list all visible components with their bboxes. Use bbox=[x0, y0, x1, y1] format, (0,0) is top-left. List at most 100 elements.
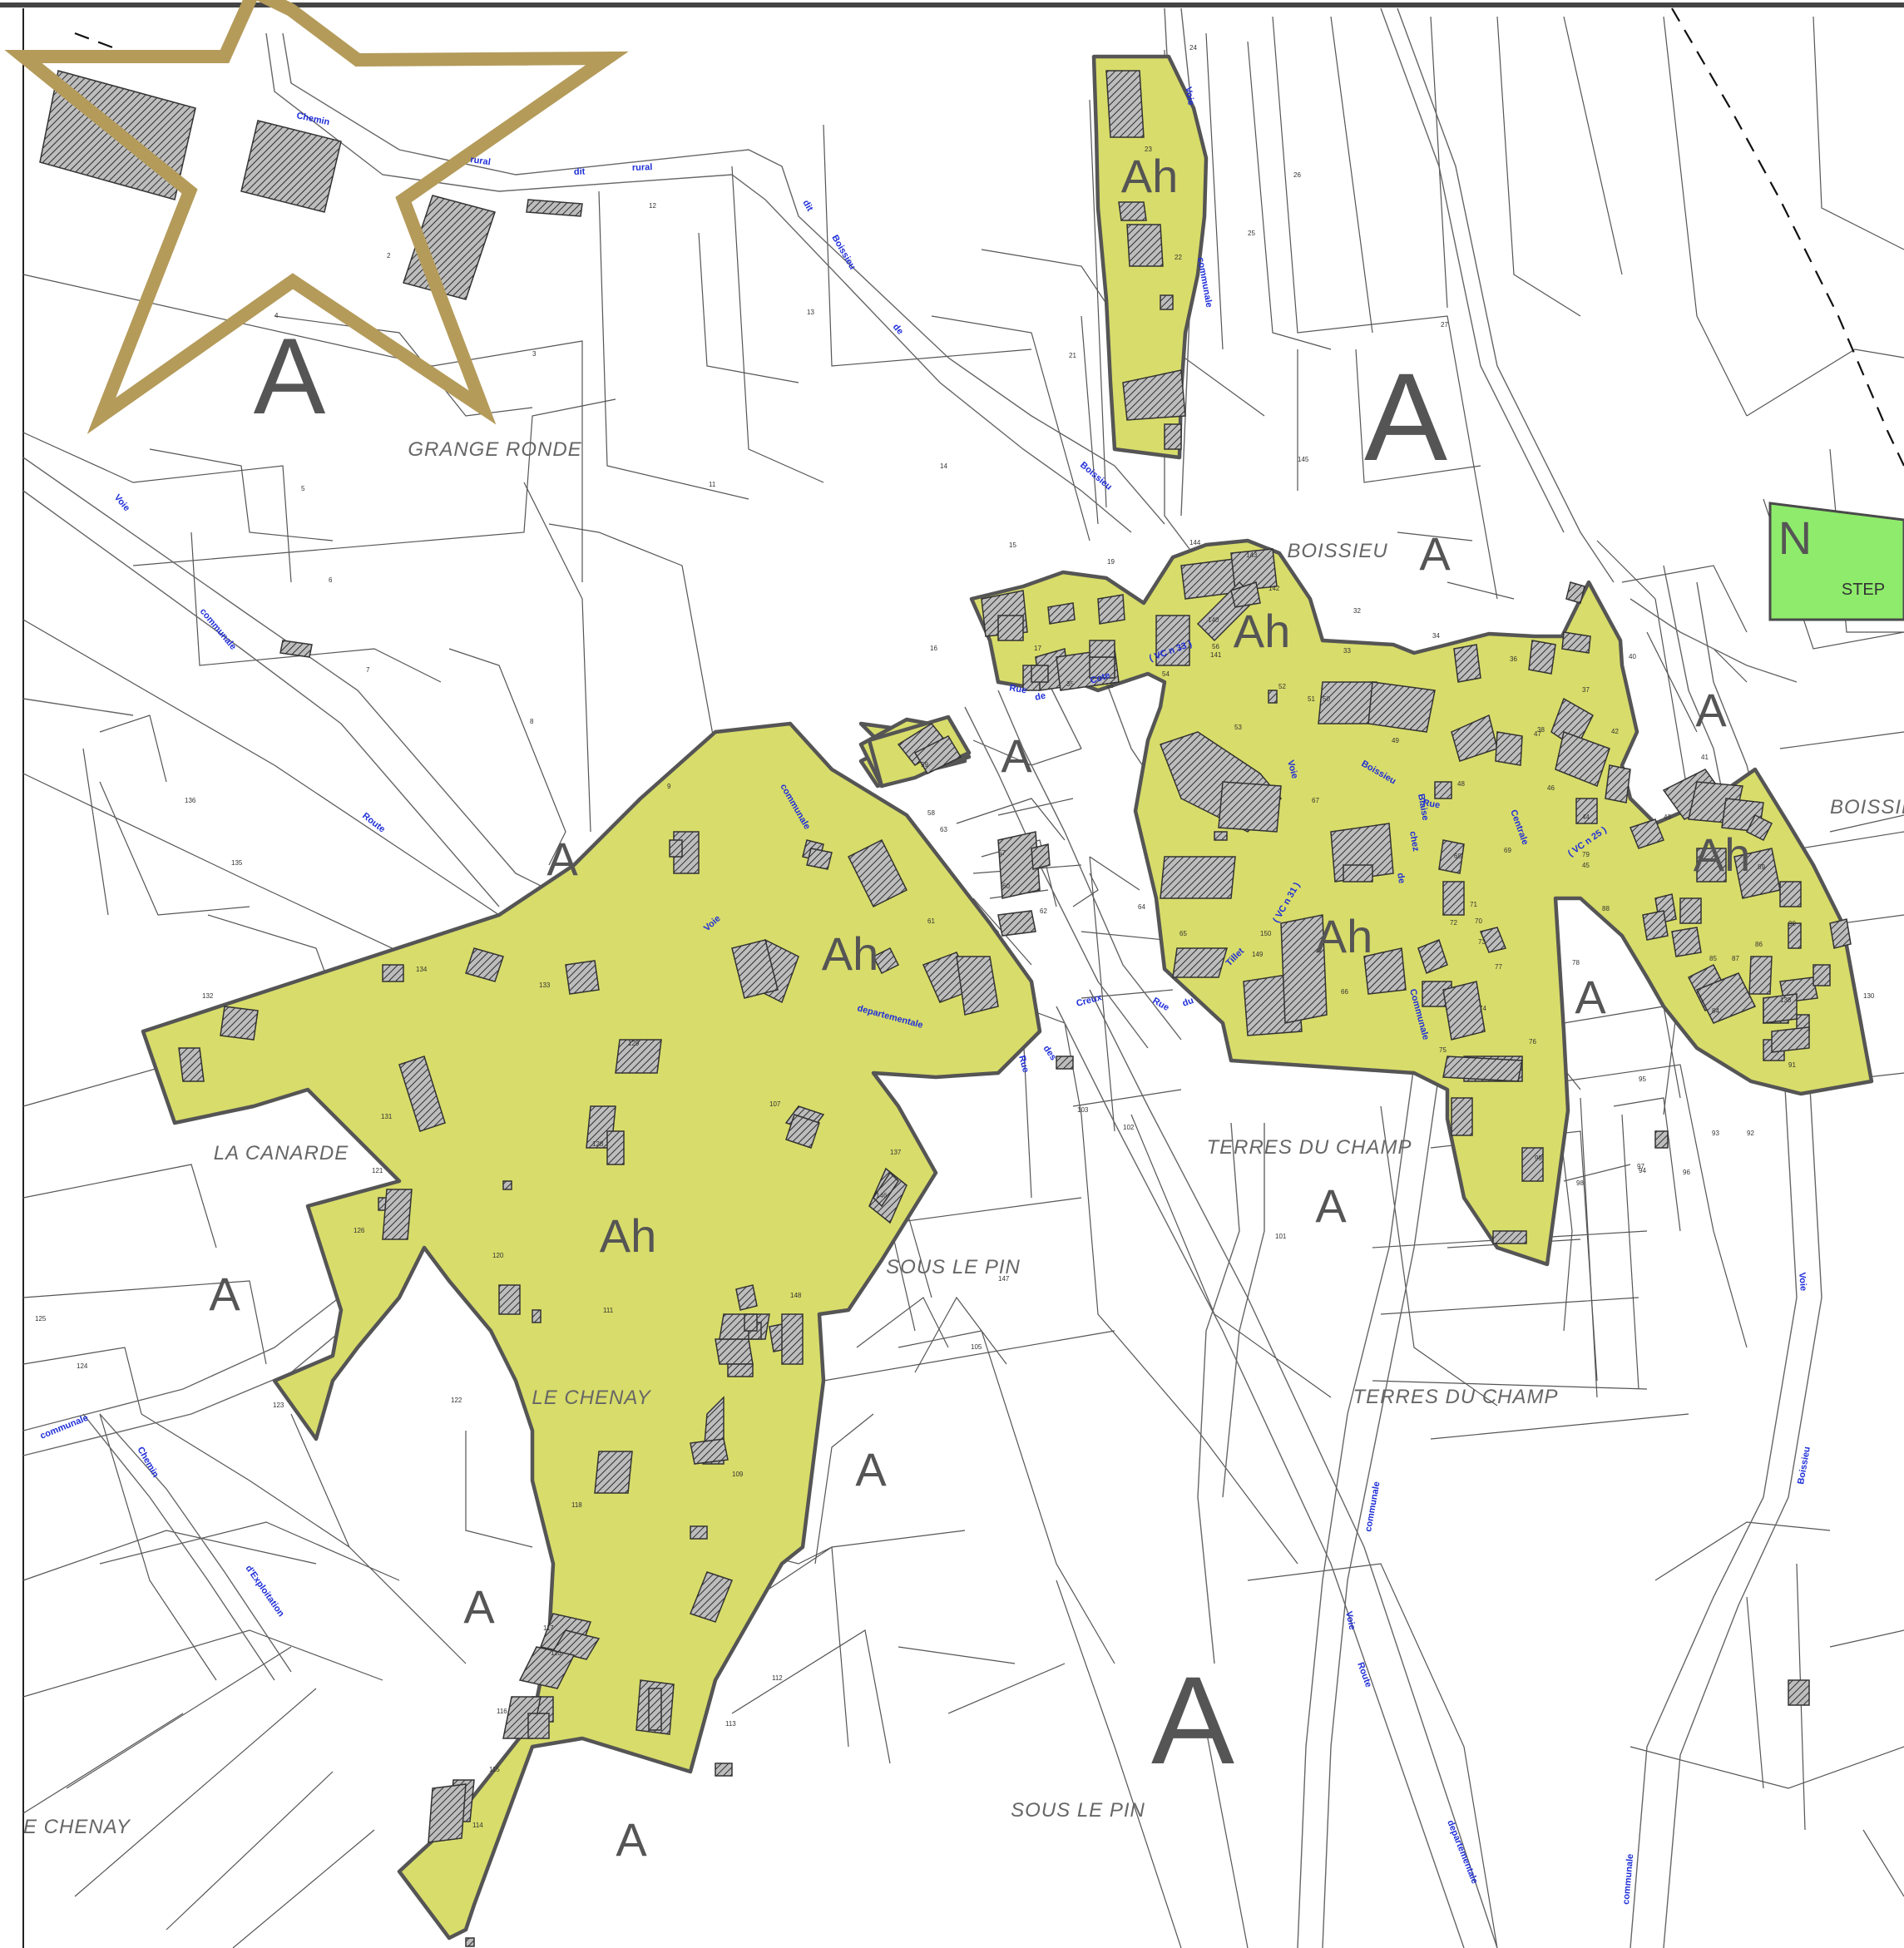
parcel-number: 57 bbox=[998, 849, 1006, 857]
parcel-number: 148 bbox=[790, 1292, 802, 1299]
parcel-number: 122 bbox=[451, 1397, 462, 1404]
parcel-number: 16 bbox=[930, 645, 937, 652]
parcel-number: 143 bbox=[1246, 551, 1258, 559]
parcel-number: 12 bbox=[649, 202, 656, 210]
parcel-number: 141 bbox=[1210, 651, 1222, 659]
parcel-number: 131 bbox=[381, 1113, 393, 1120]
place-label: BOISSIEU bbox=[1830, 796, 1904, 818]
parcel-number: 90 bbox=[1788, 920, 1796, 927]
road-label: Rue bbox=[1422, 798, 1441, 810]
ah-zone-boissieu bbox=[969, 538, 1874, 1267]
parcel-number: 86 bbox=[1755, 941, 1763, 948]
ah-zone-chenay bbox=[141, 721, 1042, 1941]
zone-label-ah: Ah bbox=[1316, 910, 1373, 962]
parcel-number: 136 bbox=[185, 797, 196, 804]
parcel-number: 44 bbox=[1582, 813, 1590, 821]
parcel-number: 38 bbox=[1537, 726, 1545, 734]
parcel-number: 33 bbox=[1343, 647, 1351, 655]
road-label: Voie bbox=[1285, 759, 1299, 780]
parcel-number: 111 bbox=[603, 1307, 614, 1314]
zone-label-a: A bbox=[616, 1813, 647, 1866]
road-label: chez bbox=[1407, 830, 1421, 853]
parcel-number: 71 bbox=[1470, 901, 1477, 908]
road-label: de bbox=[1034, 691, 1046, 703]
place-label: TERRES DU CHAMP bbox=[1353, 1386, 1558, 1408]
parcel-number: 96 bbox=[1683, 1169, 1690, 1176]
parcel-number: 58 bbox=[927, 809, 935, 817]
parcel-number: 103 bbox=[1077, 1106, 1089, 1114]
parcel-number: 84 bbox=[1712, 1007, 1719, 1015]
parcel-number: 42 bbox=[1611, 728, 1619, 735]
parcel-number: 123 bbox=[273, 1402, 284, 1409]
place-label: SOUS LE PIN bbox=[1011, 1799, 1145, 1822]
parcel-number: 14 bbox=[940, 462, 947, 470]
parcel-number: 40 bbox=[1629, 653, 1636, 660]
parcel-number: 11 bbox=[709, 481, 716, 488]
road-label: rural bbox=[632, 162, 653, 173]
parcel-number: 61 bbox=[927, 917, 935, 925]
parcel-number: 146 bbox=[876, 1192, 888, 1199]
parcel-number: 149 bbox=[1252, 951, 1264, 958]
place-label: LE CHENAY bbox=[532, 1387, 651, 1409]
parcel-number: 65 bbox=[1179, 930, 1187, 937]
parcel-number: 50 bbox=[1323, 695, 1330, 703]
road-label: Rue bbox=[1016, 1055, 1031, 1074]
parcel-number: 93 bbox=[1712, 1130, 1719, 1137]
zone-label-a: A bbox=[254, 315, 326, 437]
parcel-number: 69 bbox=[1504, 847, 1511, 854]
parcel-number: 35 bbox=[1066, 680, 1074, 688]
parcel-number: 41 bbox=[1701, 754, 1709, 761]
parcel-number: 142 bbox=[1269, 585, 1280, 592]
parcel-number: 45 bbox=[1582, 862, 1590, 869]
parcel-number: 76 bbox=[1529, 1038, 1536, 1046]
parcel-number: 8 bbox=[530, 718, 534, 725]
parcel-number: 112 bbox=[772, 1674, 783, 1682]
parcel-number: 43 bbox=[1664, 813, 1671, 821]
road-label: Voie bbox=[112, 492, 132, 513]
road-label: dit bbox=[800, 199, 814, 214]
parcel-number: 91 bbox=[1788, 1061, 1796, 1069]
parcel-number: 110 bbox=[551, 1649, 561, 1657]
parcel-number: 48 bbox=[1457, 780, 1465, 788]
road-label: communale bbox=[198, 606, 238, 652]
parcel-number: 52 bbox=[1278, 683, 1286, 690]
parcel-number: 130 bbox=[1863, 992, 1875, 1000]
road-label: Chemin bbox=[295, 111, 330, 127]
parcel-number: 54 bbox=[1162, 670, 1170, 678]
parcel-number: 128 bbox=[592, 1140, 604, 1148]
parcel-number: 15 bbox=[1009, 541, 1016, 549]
parcel-number: 55 bbox=[1106, 682, 1114, 690]
zone-label-a: A bbox=[1151, 1650, 1234, 1790]
parcel-number: 145 bbox=[1298, 456, 1309, 463]
parcel-number: 135 bbox=[231, 859, 243, 867]
parcel-number: 125 bbox=[35, 1315, 47, 1323]
parcel-number: 75 bbox=[1439, 1046, 1447, 1054]
parcel-number: 102 bbox=[1123, 1124, 1135, 1131]
parcel-number: 97 bbox=[1637, 1163, 1644, 1170]
parcel-number: 3 bbox=[532, 350, 537, 358]
parcel-number: 79 bbox=[1582, 851, 1590, 858]
parcel-number: 92 bbox=[1747, 1130, 1754, 1137]
parcel-number: 129 bbox=[628, 1040, 640, 1047]
road-label: Creux bbox=[1076, 992, 1104, 1009]
parcel-number: 64 bbox=[1138, 903, 1145, 911]
road-label: des bbox=[1041, 1044, 1059, 1062]
road-label: Boissieu bbox=[829, 234, 857, 272]
parcel-number: 26 bbox=[1293, 171, 1301, 179]
parcel-number: 132 bbox=[202, 992, 214, 1000]
parcel-number: 137 bbox=[890, 1149, 902, 1156]
parcel-number: 88 bbox=[1602, 905, 1610, 912]
zone-label-a: A bbox=[1315, 1179, 1347, 1232]
parcel-number: 72 bbox=[1450, 919, 1457, 927]
parcel-number: 118 bbox=[571, 1501, 582, 1509]
road-label: Boissieu bbox=[1078, 460, 1114, 492]
zone-label-n: N bbox=[1778, 512, 1812, 564]
parcel-number: 109 bbox=[732, 1471, 744, 1478]
parcel-number: 47 bbox=[1534, 730, 1541, 738]
parcel-number: 98 bbox=[1576, 1179, 1584, 1187]
zone-label-a: A bbox=[1364, 347, 1447, 487]
parcel-number: 144 bbox=[1189, 539, 1201, 546]
parcel-number: 107 bbox=[769, 1100, 781, 1108]
